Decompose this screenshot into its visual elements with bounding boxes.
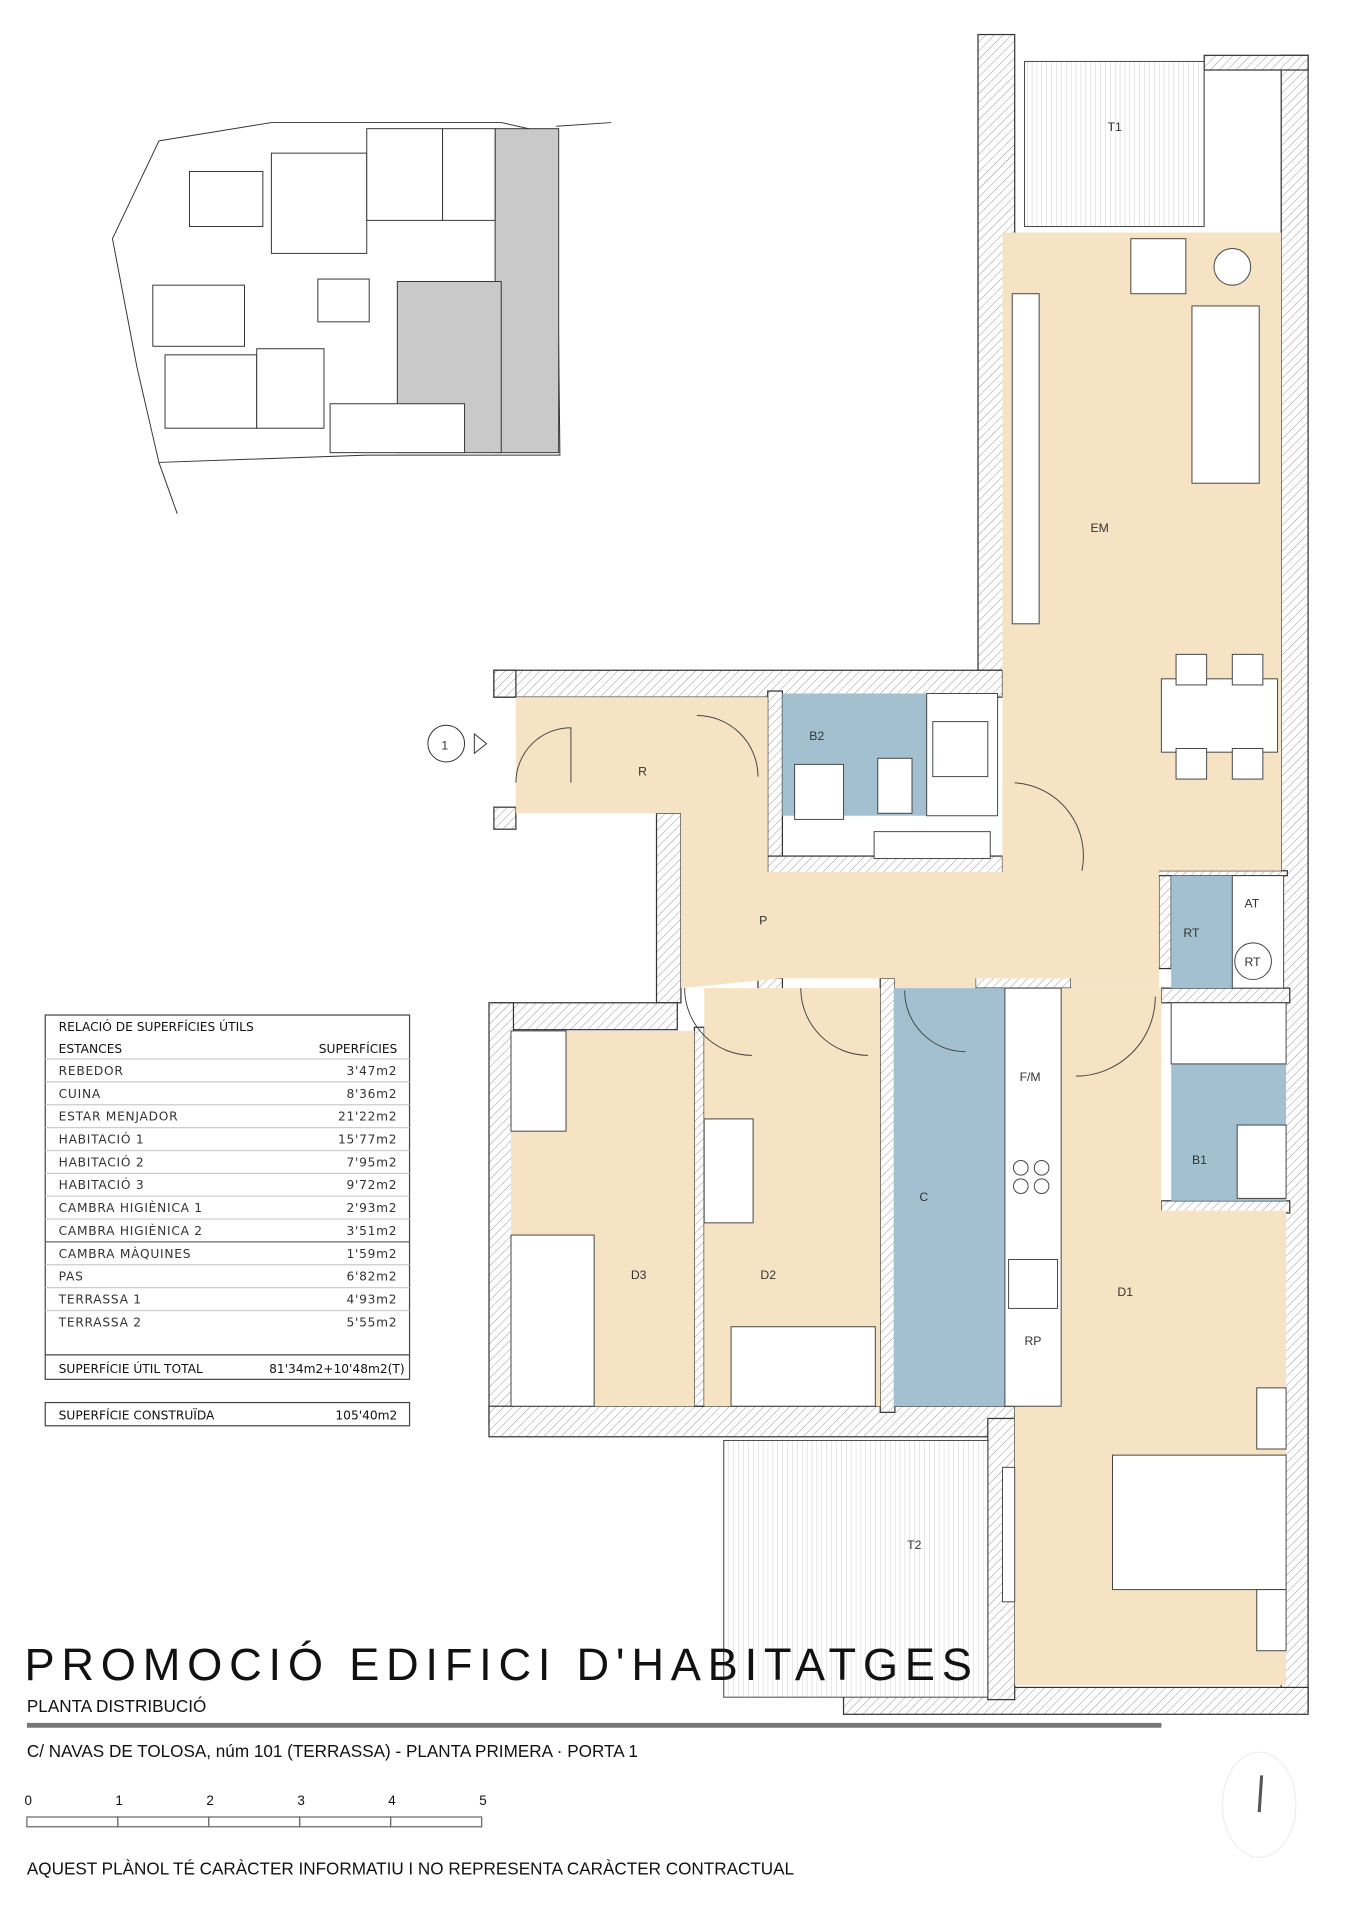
room-label-r: R [638,764,647,778]
room-label-d1: D1 [1117,1285,1133,1299]
table-row-area: 3'47m2 [347,1064,398,1078]
address: C/ NAVAS DE TOLOSA, núm 101 (TERRASSA) -… [27,1742,638,1761]
table-row-area: 8'36m2 [347,1087,398,1101]
scale-tick-label: 0 [24,1793,31,1808]
entrance-marker [427,724,466,763]
scale-tick-label: 3 [297,1793,304,1808]
table-title: RELACIÓ DE SUPERFÍCIES ÚTILS [59,1019,254,1034]
sheet-title: PROMOCIÓ EDIFICI D'HABITATGES [24,1639,971,1690]
scale-segment [26,1816,119,1828]
scale-segment [390,1816,483,1828]
disclaimer: AQUEST PLÀNOL TÉ CARÀCTER INFORMATIU I N… [27,1859,794,1878]
built-value: 105'40m2 [335,1409,397,1423]
table-row-area: 6'82m2 [347,1270,398,1284]
total-value: 81'34m2+10'48m2(T) [269,1362,405,1376]
room-label-fm: F/M [1020,1070,1041,1084]
table-row-area: 21'22m2 [338,1110,397,1124]
room-label-at: AT [1245,896,1260,910]
entrance-arrow-icon [473,732,488,755]
scale-segment [299,1816,392,1828]
table-row-room: ESTAR MENJADOR [59,1110,179,1124]
scale-bar: 0 1 2 3 4 5 [24,1793,487,1828]
table-row-room: CAMBRA HIGIÈNICA 1 [59,1200,203,1215]
table-row-room: HABITACIÓ 3 [59,1177,145,1192]
table-row-room: PAS [59,1270,84,1284]
room-label-b2: B2 [809,729,824,743]
room-label-p: P [759,914,767,928]
scale-tick-label: 2 [206,1793,213,1808]
sheet-subtitle: PLANTA DISTRIBUCIÓ [27,1697,206,1716]
table-row-room: HABITACIÓ 1 [59,1132,145,1147]
table-row-room: CUINA [59,1087,101,1101]
table-row-area: 5'55m2 [347,1315,398,1329]
room-label-d3: D3 [631,1268,647,1282]
built-label: SUPERFÍCIE CONSTRUÏDA [59,1408,215,1423]
scale-segment [208,1816,301,1828]
table-row-area: 3'51m2 [347,1224,398,1238]
entrance-number: 1 [441,739,448,753]
room-label-rp: RP [1024,1334,1041,1348]
scale-tick-label: 5 [479,1793,486,1808]
table-row-room: REBEDOR [59,1064,124,1078]
room-label-b1: B1 [1192,1153,1207,1167]
room-label-rt: RT [1183,926,1200,940]
room-label-c: C [919,1190,928,1204]
key-plan [111,122,612,514]
room-label-t2: T2 [907,1538,921,1552]
apartment-plan: 1 T1 EM B2 R P RT AT RT F/M C D3 D2 D1 B… [427,33,1309,1715]
table-row-area: 4'93m2 [347,1293,398,1307]
table-row-area: 9'72m2 [347,1178,398,1192]
north-arrow-icon [1221,1751,1297,1858]
table-row-room: CAMBRA MÀQUINES [59,1246,192,1261]
table-row-area: 2'93m2 [347,1201,398,1215]
table-row-room: TERRASSA 2 [58,1315,142,1329]
table-row-room: TERRASSA 1 [58,1293,142,1307]
surface-table: RELACIÓ DE SUPERFÍCIES ÚTILS ESTANCES SU… [44,1014,411,1427]
scale-tick-label: 1 [115,1793,122,1808]
scale-segment [117,1816,210,1828]
table-header-room: ESTANCES [59,1042,123,1056]
total-label: SUPERFÍCIE ÚTIL TOTAL [59,1361,203,1376]
table-row-area: 1'59m2 [347,1247,398,1261]
table-row-area: 15'77m2 [338,1133,397,1147]
table-row-area: 7'95m2 [347,1155,398,1169]
room-label-rt-circle: RT [1245,955,1262,969]
table-row-room: CAMBRA HIGIÈNICA 2 [59,1223,203,1238]
table-row-room: HABITACIÓ 2 [59,1154,145,1169]
room-label-t1: T1 [1108,120,1122,134]
room-label-d2: D2 [760,1268,776,1282]
room-label-em: EM [1090,521,1108,535]
table-header-area: SUPERFÍCIES [319,1041,398,1056]
scale-tick-label: 4 [388,1793,396,1808]
